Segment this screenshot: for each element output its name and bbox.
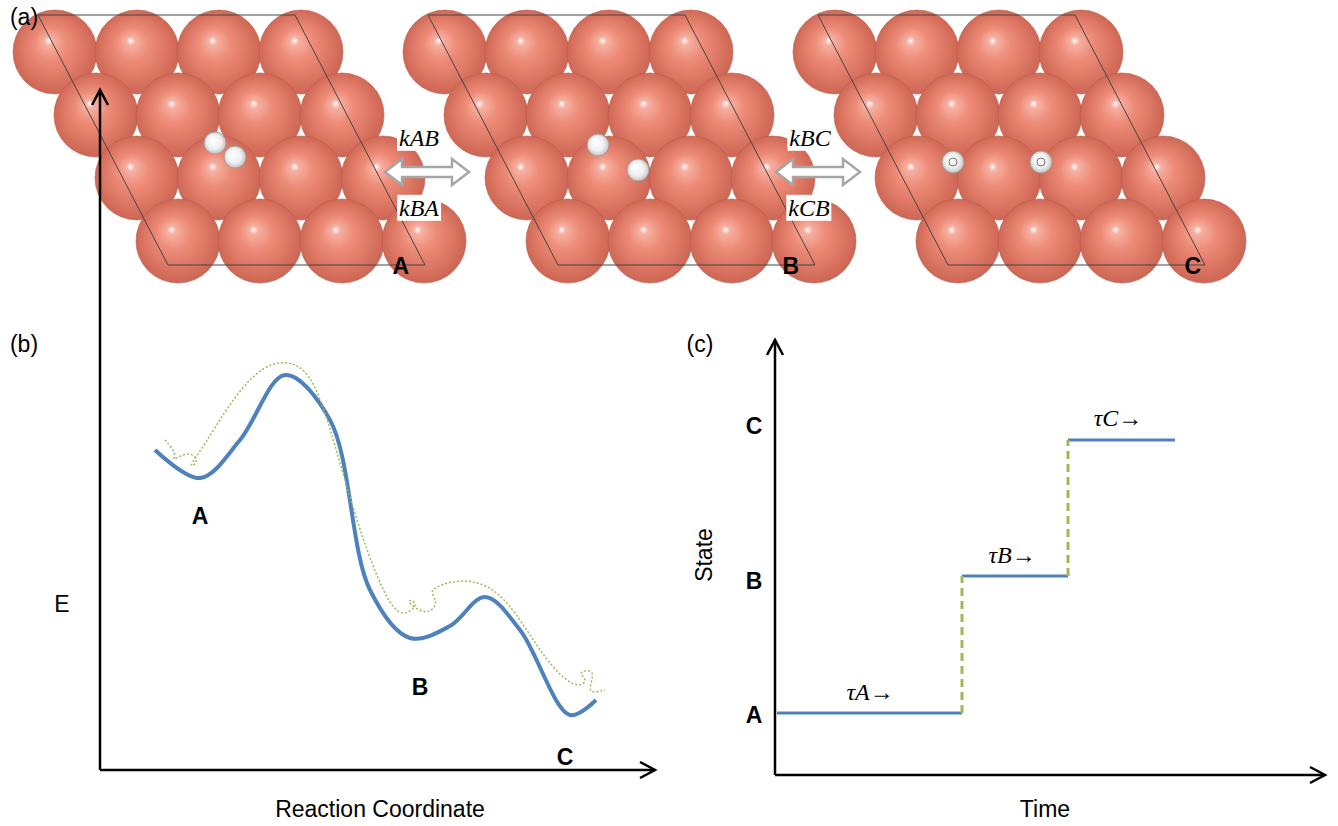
transition (1067, 440, 1070, 576)
copper-atom (1080, 199, 1164, 283)
panel-letter: (c) (687, 332, 714, 357)
hydrogen-marker (949, 158, 957, 166)
copper-atom (690, 199, 774, 283)
dwell-time: τB→ (986, 542, 1037, 568)
hydrogen-atom (1030, 151, 1052, 173)
state-level (777, 712, 962, 715)
unit-cell (428, 15, 815, 265)
hydrogen-atom (587, 134, 609, 156)
axis-label: Time (1020, 797, 1070, 822)
state-level (962, 575, 1068, 578)
state-level (1068, 439, 1175, 442)
slab-panel: B (427, 15, 817, 290)
panel-letter: (b) (10, 332, 38, 357)
state-label: A (392, 253, 409, 280)
panel-letter: (a) (10, 5, 38, 30)
axis-label: E (54, 592, 69, 617)
hydrogen-atom (224, 146, 246, 168)
copper-atom (526, 199, 610, 283)
double-arrow (776, 159, 860, 185)
axis (775, 774, 1325, 777)
rate-constant: kAB (397, 125, 441, 151)
hydrogen-marker (1037, 158, 1045, 166)
rate-constant: kCB (786, 195, 831, 221)
copper-atom (136, 199, 220, 283)
tick-label: B (746, 569, 763, 594)
tick-label: A (746, 703, 763, 728)
state-label: C (557, 745, 574, 770)
tick-label: C (746, 414, 763, 439)
hydrogen-atom (204, 132, 226, 154)
copper-slab (403, 10, 856, 283)
slab-panel: C (819, 15, 1219, 290)
dwell-time: τA→ (844, 679, 895, 705)
copper-slab (13, 10, 466, 283)
copper-slab (793, 10, 1246, 283)
axis-label: State (692, 528, 717, 582)
energy-curve (155, 375, 596, 715)
slab-panel: A (35, 15, 427, 290)
axis (99, 90, 102, 770)
state-label: A (192, 504, 209, 529)
copper-atom (300, 199, 384, 283)
hydrogen-atom (627, 159, 649, 181)
unit-cell (818, 15, 1205, 265)
copper-atom (1162, 199, 1246, 283)
double-arrow (385, 159, 469, 185)
trajectory (165, 363, 605, 692)
hydrogen-atom (942, 151, 964, 173)
copper-atom (998, 199, 1082, 283)
transition (961, 576, 964, 713)
axis-label: Reaction Coordinate (275, 797, 485, 822)
state-label: B (412, 675, 429, 700)
copper-atom (608, 199, 692, 283)
copper-atom (916, 199, 1000, 283)
state-label: B (782, 253, 799, 280)
copper-atom (218, 199, 302, 283)
unit-cell (38, 15, 425, 265)
rate-constant: kBC (787, 125, 832, 151)
rate-constant: kBA (397, 195, 441, 221)
axis (774, 340, 777, 775)
dwell-time: τC→ (1092, 405, 1145, 431)
state-label: C (1184, 253, 1201, 280)
